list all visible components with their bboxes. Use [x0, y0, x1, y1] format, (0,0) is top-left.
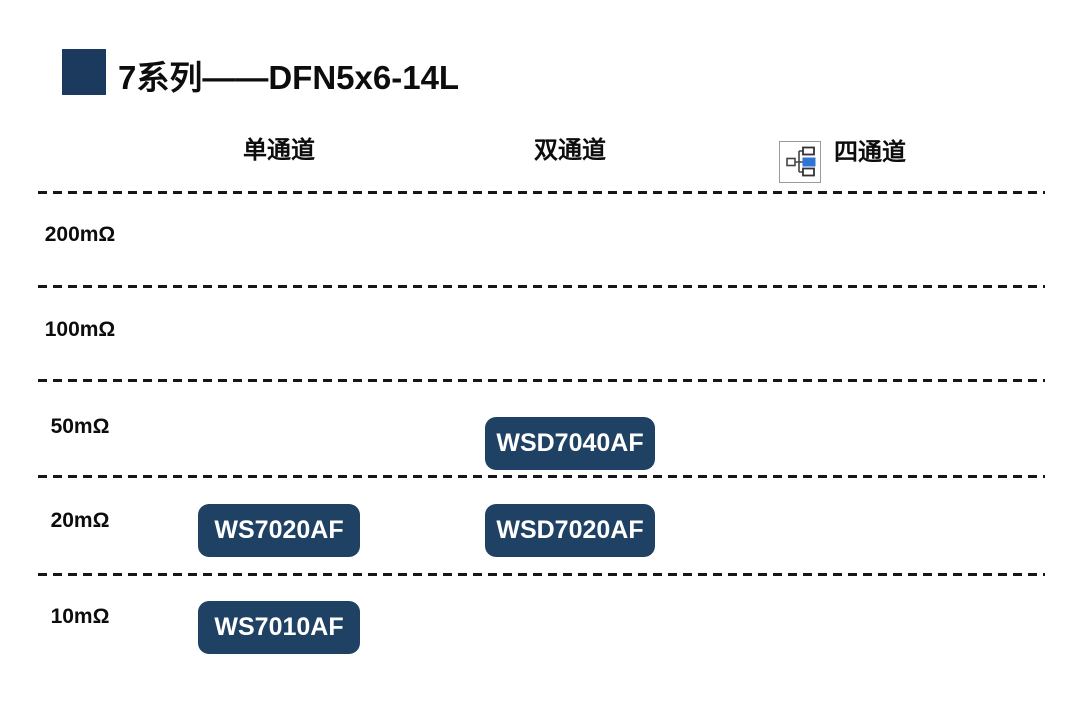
dashed-divider: [38, 191, 1045, 194]
row-label-10mohm: 10mΩ: [50, 605, 110, 628]
row-label-200mohm: 200mΩ: [44, 223, 116, 246]
row-label-20mohm: 20mΩ: [50, 509, 110, 532]
title-bullet-square: [62, 49, 106, 95]
product-badge-wsd7020af: WSD7020AF: [485, 504, 655, 557]
row-label-100mohm: 100mΩ: [44, 318, 116, 341]
column-header-quad-channel: 四通道: [834, 139, 906, 166]
dashed-divider: [38, 379, 1045, 382]
dashed-divider: [38, 475, 1045, 478]
dashed-divider: [38, 573, 1045, 576]
product-badge-wsd7040af: WSD7040AF: [485, 417, 655, 470]
page-title: 7系列——DFN5x6-14L: [118, 59, 460, 96]
column-header-dual-channel: 双通道: [534, 137, 606, 164]
column-header-single-channel: 单通道: [243, 137, 315, 164]
row-label-50mohm: 50mΩ: [50, 415, 110, 438]
product-badge-ws7020af: WS7020AF: [198, 504, 360, 557]
org-chart-icon: [779, 141, 821, 183]
dashed-divider: [38, 285, 1045, 288]
product-badge-ws7010af: WS7010AF: [198, 601, 360, 654]
